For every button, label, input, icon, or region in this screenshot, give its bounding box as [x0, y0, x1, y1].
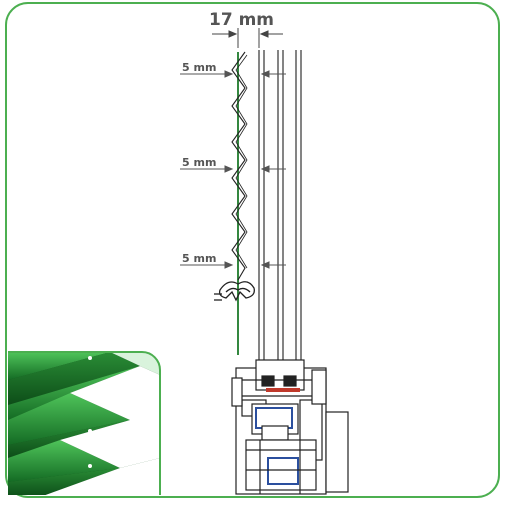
bottom-rail-clip: [214, 281, 255, 302]
side-dimension-label-2: 5 mm: [182, 156, 217, 169]
side-dimension-label-3: 5 mm: [182, 252, 217, 265]
window-frame-profile: [231, 359, 349, 495]
side-dimension-label-1: 5 mm: [182, 61, 217, 74]
glazing-lines: [258, 50, 302, 370]
top-dimension-marker: [212, 28, 283, 48]
inset-closeup: [8, 351, 161, 495]
side-dimension-leaders: [180, 70, 286, 269]
outer-frame: [5, 2, 500, 498]
pleated-blind-profile: [231, 51, 248, 355]
top-dimension-label: 17 mm: [209, 10, 275, 30]
